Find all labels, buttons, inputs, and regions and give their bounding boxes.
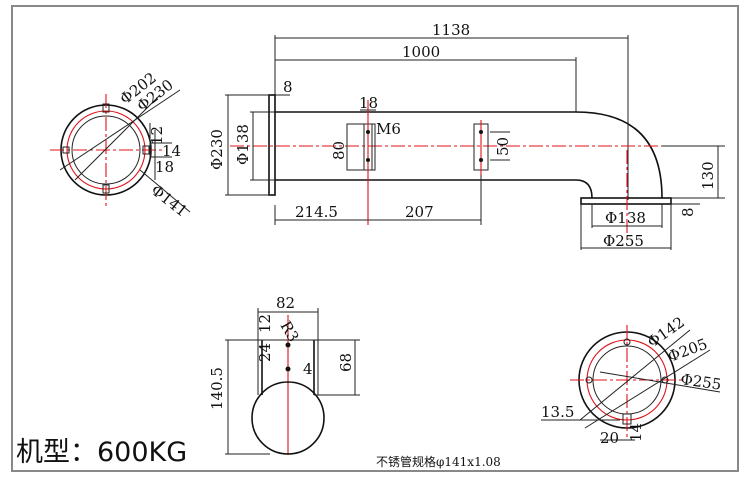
dim-tab-12: 12 — [148, 126, 166, 145]
bracket-view: 82 12 R3 24 4 68 140.5 — [208, 294, 360, 455]
dim-bracket-offset-1: 214.5 — [295, 203, 338, 221]
dim-bottom-bore: Φ138 — [605, 209, 646, 227]
dim-height-68: 68 — [337, 353, 355, 372]
dim-bracket-spacing: 207 — [405, 203, 434, 221]
dim-bracket-height-2: 50 — [494, 137, 512, 156]
bolt-hole-bottom — [102, 184, 110, 194]
dim-tab-14: 14 — [162, 142, 181, 160]
dim-bracket-height-1: 80 — [330, 141, 348, 160]
dim-slot-spacing: 24 — [256, 343, 274, 362]
dim-flange-thickness: 8 — [283, 78, 293, 96]
dim-tab-18: 18 — [155, 158, 174, 176]
bottom-flange-tab — [622, 413, 632, 425]
drawing-border — [11, 5, 739, 472]
side-flange-plate — [268, 94, 276, 196]
dim-hole-offset: 13.5 — [541, 403, 574, 421]
bolt-hole-left — [62, 146, 70, 154]
dim-overall-length: 1138 — [432, 21, 470, 39]
bottom-bolt-hole-left — [585, 376, 593, 384]
dim-drop-height: 130 — [699, 161, 717, 190]
dim-pipe-diameter: Φ138 — [234, 124, 252, 165]
dim-bottom-flange-od: Φ255 — [679, 370, 722, 394]
dim-pipe-od: Φ141 — [148, 181, 191, 220]
bottom-flange-view: Φ142 Φ205 Φ255 13.5 20 14 — [541, 313, 722, 447]
model-label: 机型：600KG — [16, 437, 188, 468]
bracket-1 — [346, 123, 376, 171]
tube-spec-note: 不锈管规格φ141x1.08 — [376, 455, 501, 469]
dim-bottom-flange-thickness: 8 — [679, 207, 697, 217]
dim-slot-radius: R3 — [277, 318, 303, 345]
dim-bottom-flange-bolt-circle: Φ205 — [665, 335, 710, 366]
dim-tab-height: 14 — [627, 423, 645, 442]
flange-bore-circle — [71, 115, 141, 185]
pipe-elbow-inner — [575, 179, 593, 199]
bolt-hole-top — [102, 103, 110, 113]
side-view: 1138 1000 8 Φ230 Φ138 18 M6 80 — [208, 21, 725, 250]
bracket-pipe-circle — [251, 381, 325, 455]
bolt-hole-right — [142, 145, 150, 155]
bottom-flange-plate — [580, 197, 672, 205]
dim-tab-width: 20 — [600, 429, 619, 447]
pipe-elbow-outer — [575, 111, 663, 199]
dim-bracket-view-width: 82 — [276, 294, 295, 312]
bottom-bolt-hole-top — [623, 338, 631, 346]
dim-bracket-width: 18 — [359, 94, 378, 112]
dim-flange-diameter: Φ230 — [208, 129, 226, 170]
dim-edge-4: 4 — [303, 360, 313, 378]
left-flange-view: Φ202 Φ230 12 14 18 Φ141 — [50, 69, 191, 220]
dim-bolt-thread: M6 — [376, 120, 401, 138]
dim-slot-height: 12 — [256, 314, 274, 333]
dim-bottom-flange-diameter: Φ255 — [603, 232, 644, 250]
dim-straight-length: 1000 — [402, 43, 440, 61]
dim-total-height: 140.5 — [208, 367, 226, 410]
